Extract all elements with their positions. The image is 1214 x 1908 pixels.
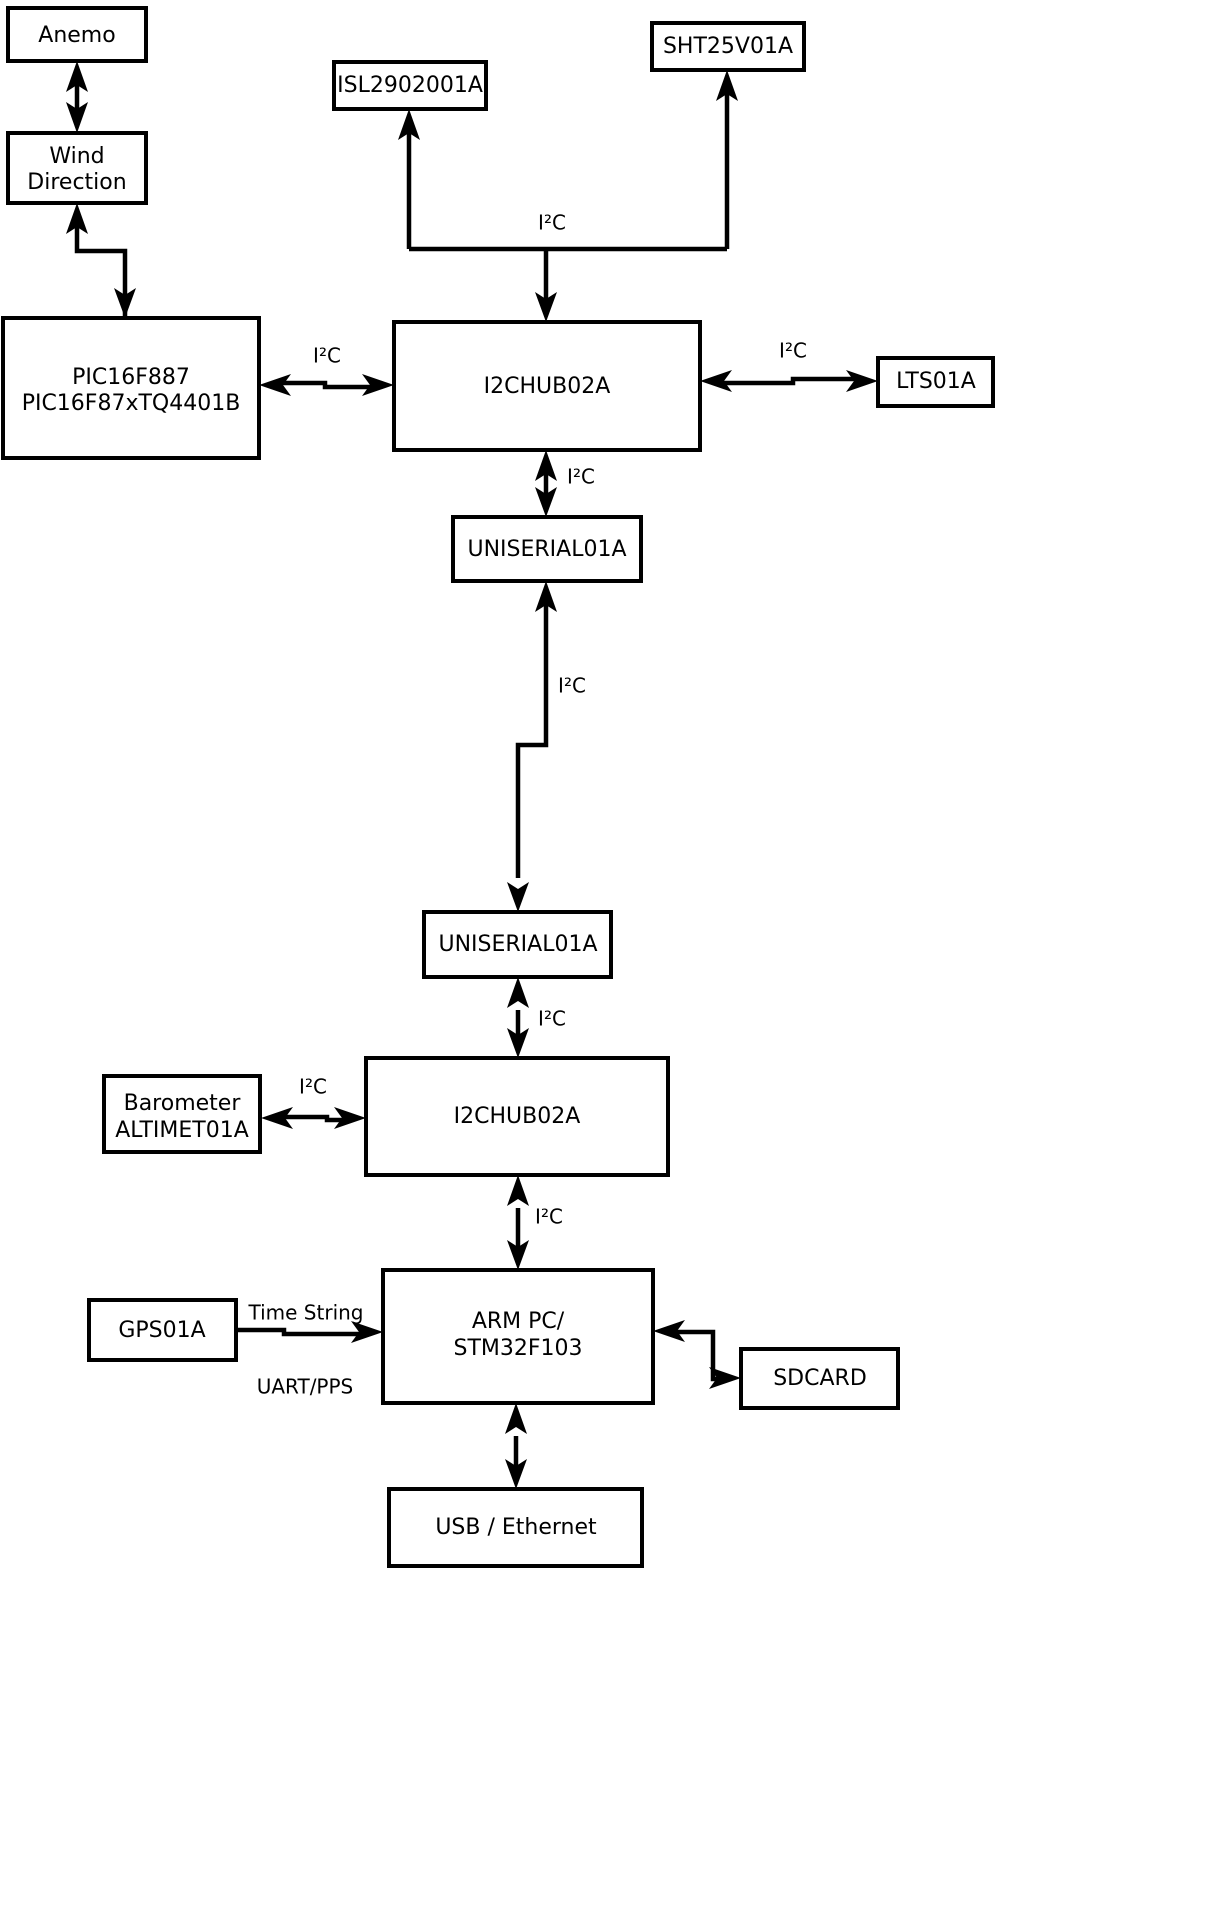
node-i2chub02a-bottom[interactable]: I2CHUB02A	[364, 1056, 670, 1177]
edge-gps-armpc	[236, 1321, 383, 1343]
node-uniserial01a-bottom[interactable]: UNISERIAL01A	[422, 910, 613, 979]
edge-barometer-hub-bottom	[261, 1107, 366, 1129]
node-pic16f887[interactable]: PIC16F887 PIC16F87xTQ4401B	[1, 316, 261, 460]
edge-label-pic-hub: I²C	[313, 344, 341, 368]
edge-uni-bottom-hub-bottom	[507, 977, 529, 1058]
edge-label-uni-hub-bottom: I²C	[538, 1007, 566, 1031]
edge-label-uni-uni: I²C	[558, 674, 586, 698]
edge-hub-bottom-armpc	[507, 1175, 529, 1270]
node-barometer-label-line1: Barometer	[124, 1091, 242, 1116]
node-sht25v01a-label: SHT25V01A	[663, 34, 793, 59]
node-usb-ethernet[interactable]: USB / Ethernet	[387, 1487, 644, 1568]
node-uniserial01a-bottom-label: UNISERIAL01A	[438, 932, 597, 957]
node-wind-direction-label-line1: Wind	[49, 144, 104, 169]
node-uniserial01a-top[interactable]: UNISERIAL01A	[451, 515, 643, 583]
edge-hub-top-bus	[398, 70, 738, 322]
node-pic16f887-label-line1: PIC16F887	[72, 365, 190, 390]
edge-label-hub-uni: I²C	[567, 465, 595, 489]
node-pic16f887-label-line2: PIC16F87xTQ4401B	[22, 391, 241, 416]
edge-pic-hub-top	[259, 374, 394, 396]
node-i2chub02a-bottom-label: I2CHUB02A	[454, 1104, 581, 1129]
edge-hub-top-uni-top	[535, 450, 557, 517]
edge-hub-top-lts	[700, 370, 878, 392]
node-lts01a-label: LTS01A	[896, 369, 976, 394]
node-i2chub02a-top[interactable]: I2CHUB02A	[392, 320, 702, 452]
node-isl2902001a-label: ISL2902001A	[337, 73, 483, 98]
node-sdcard-label: SDCARD	[773, 1366, 867, 1391]
node-lts01a[interactable]: LTS01A	[876, 356, 995, 408]
edge-label-gps-time-string: Time String	[248, 1301, 364, 1325]
edge-uni-top-uni-bottom	[507, 581, 557, 912]
node-sht25v01a[interactable]: SHT25V01A	[650, 21, 806, 72]
edge-label-hub-lts: I²C	[779, 339, 807, 363]
node-arm-pc-label-line1: ARM PC/	[472, 1309, 565, 1334]
edge-anemo-wind	[66, 61, 88, 133]
edge-label-gps-uart-pps: UART/PPS	[257, 1375, 354, 1399]
edge-pic-wind	[66, 203, 136, 318]
edge-label-bus-top: I²C	[538, 211, 566, 235]
edge-label-hub-arm: I²C	[535, 1205, 563, 1229]
node-i2chub02a-top-label: I2CHUB02A	[484, 374, 611, 399]
node-barometer-altimet01a[interactable]: Barometer ALTIMET01A	[102, 1074, 262, 1154]
node-wind-direction[interactable]: Wind Direction	[6, 131, 148, 205]
node-gps01a-label: GPS01A	[118, 1318, 205, 1343]
node-arm-pc-stm32f103[interactable]: ARM PC/ STM32F103	[381, 1268, 655, 1405]
edge-armpc-sdcard	[653, 1320, 741, 1389]
node-sdcard[interactable]: SDCARD	[739, 1347, 900, 1410]
node-arm-pc-label-line2: STM32F103	[453, 1336, 582, 1361]
node-isl2902001a[interactable]: ISL2902001A	[332, 60, 488, 111]
node-usb-ethernet-label: USB / Ethernet	[435, 1515, 597, 1540]
edge-label-barometer-hub: I²C	[299, 1075, 327, 1099]
node-uniserial01a-top-label: UNISERIAL01A	[467, 537, 626, 562]
node-barometer-label-line2: ALTIMET01A	[115, 1118, 249, 1143]
node-gps01a[interactable]: GPS01A	[87, 1298, 238, 1362]
node-anemo-label: Anemo	[38, 23, 115, 48]
node-anemo[interactable]: Anemo	[6, 6, 148, 63]
edge-armpc-usb	[505, 1403, 527, 1489]
node-wind-direction-label-line2: Direction	[27, 170, 126, 195]
